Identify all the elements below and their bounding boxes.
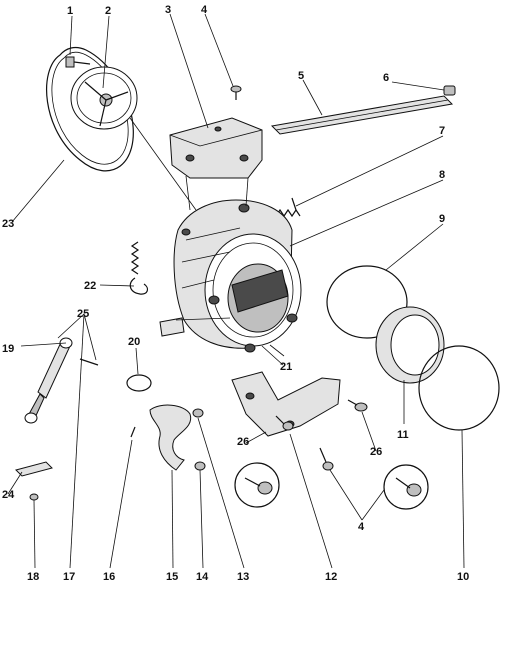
suspension-spring-left bbox=[129, 241, 149, 295]
label-12: 12 bbox=[325, 571, 337, 583]
label-26-right: 26 bbox=[370, 446, 382, 458]
label-3: 3 bbox=[165, 4, 171, 16]
leader-21 bbox=[269, 344, 285, 357]
label-6: 6 bbox=[383, 72, 389, 84]
bracket-screw-bottom bbox=[319, 447, 334, 471]
hose-clip-13 bbox=[192, 408, 204, 418]
label-22: 22 bbox=[84, 280, 96, 292]
shock-absorber bbox=[24, 337, 99, 424]
bracket-screw-left bbox=[275, 415, 294, 431]
hose-clamp bbox=[126, 374, 152, 392]
detail-screw-circle-right bbox=[383, 464, 429, 510]
label-21: 21 bbox=[280, 361, 292, 373]
nut-18 bbox=[29, 493, 39, 501]
label-2: 2 bbox=[105, 5, 111, 17]
label-16: 16 bbox=[103, 571, 115, 583]
label-13: 13 bbox=[237, 571, 249, 583]
label-25: 25 bbox=[77, 308, 89, 320]
label-24: 24 bbox=[2, 489, 15, 501]
label-11: 11 bbox=[397, 429, 409, 441]
door-gasket bbox=[375, 306, 445, 384]
label-20: 20 bbox=[128, 336, 140, 348]
part-labels: 1 2 3 4 5 6 7 8 9 10 11 12 13 14 15 16 1… bbox=[2, 4, 469, 583]
drain-hose bbox=[149, 404, 192, 471]
drive-belt bbox=[46, 46, 134, 172]
hose-clip-14 bbox=[194, 461, 206, 471]
suspension-spring-top bbox=[275, 197, 301, 218]
label-5: 5 bbox=[298, 70, 304, 82]
label-26-left: 26 bbox=[237, 436, 249, 448]
label-1: 1 bbox=[67, 5, 73, 17]
top-screw bbox=[230, 85, 242, 100]
label-17: 17 bbox=[63, 571, 75, 583]
bracket-screw-right bbox=[347, 399, 368, 412]
small-hinge bbox=[159, 317, 185, 337]
label-4-bottom: 4 bbox=[358, 521, 365, 533]
label-23: 23 bbox=[2, 218, 14, 230]
label-19: 19 bbox=[2, 343, 14, 355]
pin-16 bbox=[130, 426, 136, 438]
top-counterweight bbox=[169, 117, 263, 179]
drum-pulley bbox=[70, 66, 138, 130]
pulley-bolt bbox=[65, 56, 91, 68]
label-18: 18 bbox=[27, 571, 39, 583]
rail-cap bbox=[443, 85, 456, 96]
leader-lines bbox=[7, 13, 465, 569]
detail-screw-circle-left bbox=[234, 462, 280, 508]
clamp-ring bbox=[418, 345, 500, 431]
tub-assembly bbox=[173, 199, 302, 353]
label-8: 8 bbox=[439, 169, 445, 181]
label-10: 10 bbox=[457, 571, 469, 583]
label-7: 7 bbox=[439, 125, 445, 137]
label-9: 9 bbox=[439, 213, 445, 225]
label-15: 15 bbox=[166, 571, 178, 583]
shock-bracket bbox=[15, 461, 53, 477]
door-gasket-ring bbox=[326, 265, 408, 339]
label-4-top: 4 bbox=[201, 4, 208, 16]
label-14: 14 bbox=[196, 571, 209, 583]
top-rail bbox=[270, 95, 454, 135]
